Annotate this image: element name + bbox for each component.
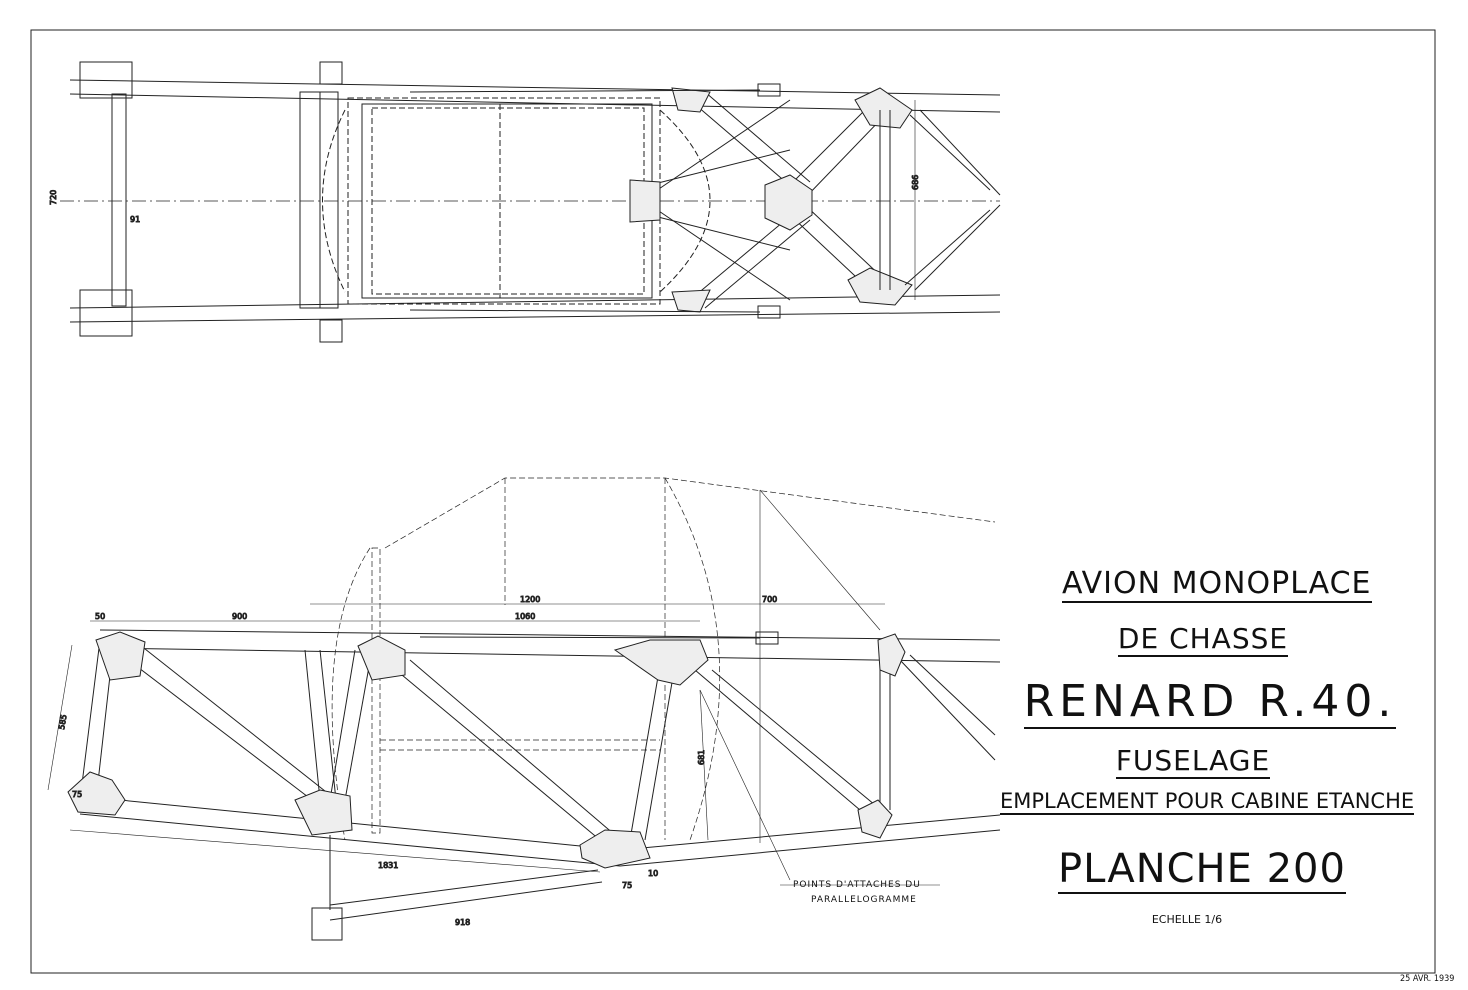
scale-label: ECHELLE 1/6 bbox=[1151, 913, 1223, 926]
plan-view: 720 91 686 bbox=[49, 61, 1001, 343]
drawing-border bbox=[30, 29, 1436, 974]
title-model: RENARD R.40. bbox=[1023, 676, 1397, 729]
title-role: DE CHASSE bbox=[1117, 622, 1289, 657]
dim-585: 585 bbox=[57, 714, 69, 731]
dim-1060: 1060 bbox=[515, 612, 535, 621]
attach-note-line2: PARALLELOGRAMME bbox=[811, 895, 917, 905]
dim-1831: 1831 bbox=[378, 861, 398, 870]
dim-1200: 1200 bbox=[520, 595, 540, 604]
side-view: 50 900 1200 1060 700 585 1831 918 75 10 … bbox=[47, 477, 1001, 941]
dim-top-right: 686 bbox=[911, 175, 920, 190]
dim-75: 75 bbox=[622, 881, 632, 890]
attach-note-line1: POINTS D'ATTACHES DU bbox=[793, 880, 921, 890]
date-stamp: 25 AVR. 1939 bbox=[1400, 974, 1455, 984]
dim-918: 918 bbox=[455, 918, 470, 927]
dim-681: 681 bbox=[697, 750, 706, 765]
dim-10: 10 bbox=[648, 869, 658, 878]
dim-700: 700 bbox=[762, 595, 777, 604]
dim-75b: 75 bbox=[72, 790, 82, 799]
dim-top-sub: 91 bbox=[130, 215, 140, 224]
title-section: FUSELAGE bbox=[1115, 744, 1271, 779]
dim-50: 50 bbox=[95, 612, 105, 621]
title-plate-number: PLANCHE 200 bbox=[1058, 846, 1346, 894]
title-description: EMPLACEMENT POUR CABINE ETANCHE bbox=[1000, 789, 1415, 815]
title-aircraft-type: AVION MONOPLACE bbox=[1062, 566, 1372, 603]
dim-top-width: 720 bbox=[49, 190, 58, 205]
dim-900: 900 bbox=[232, 612, 247, 621]
